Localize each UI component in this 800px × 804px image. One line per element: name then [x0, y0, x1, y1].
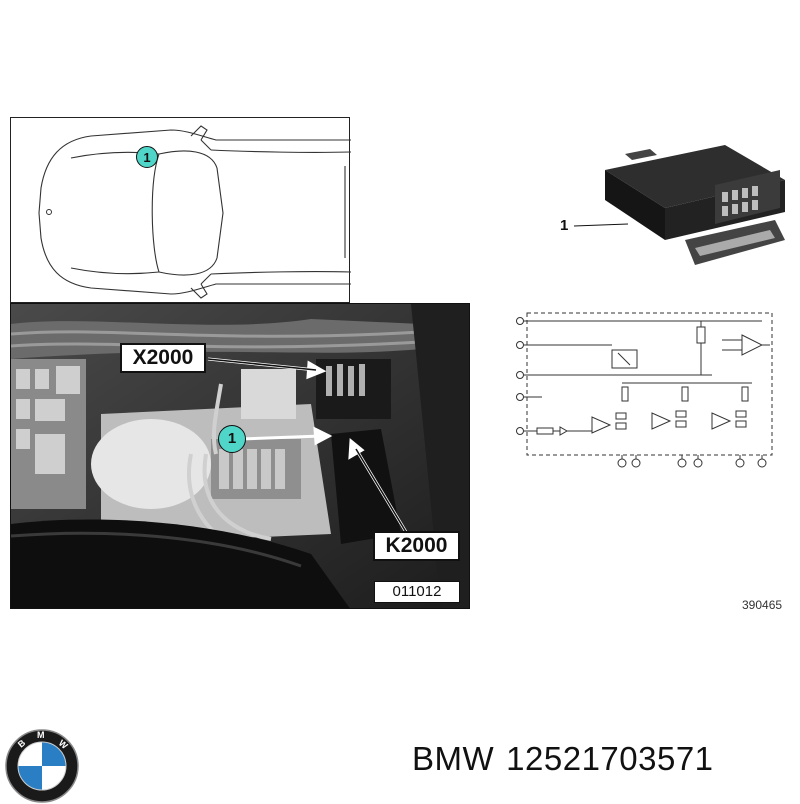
location-badge-photo: 1 [218, 425, 246, 453]
relay-module-icon [605, 145, 785, 265]
car-outline-icon [38, 125, 352, 299]
svg-text:M: M [37, 730, 45, 740]
car-location-panel [10, 117, 352, 303]
engine-bay-photo-icon [11, 304, 469, 608]
part-number: 12521703571 [506, 740, 714, 777]
installation-photo [10, 303, 470, 609]
callout-relay-k2000: K2000 [373, 531, 460, 561]
photo-image-code: 011012 [374, 581, 460, 603]
schematic-image-code: 390465 [742, 598, 783, 612]
relay-item-label: 1 [560, 217, 569, 234]
location-badge-car: 1 [136, 146, 158, 168]
callout-connector-x2000: X2000 [120, 343, 206, 373]
bmw-roundel-icon: B M W [5, 729, 79, 803]
circuit-schematic-icon [516, 312, 773, 468]
brand-part-number: BMW 12521703571 [412, 740, 726, 778]
relay-leader-line [573, 223, 629, 227]
brand-name: BMW [412, 740, 495, 777]
svg-text:B: B [16, 737, 28, 749]
